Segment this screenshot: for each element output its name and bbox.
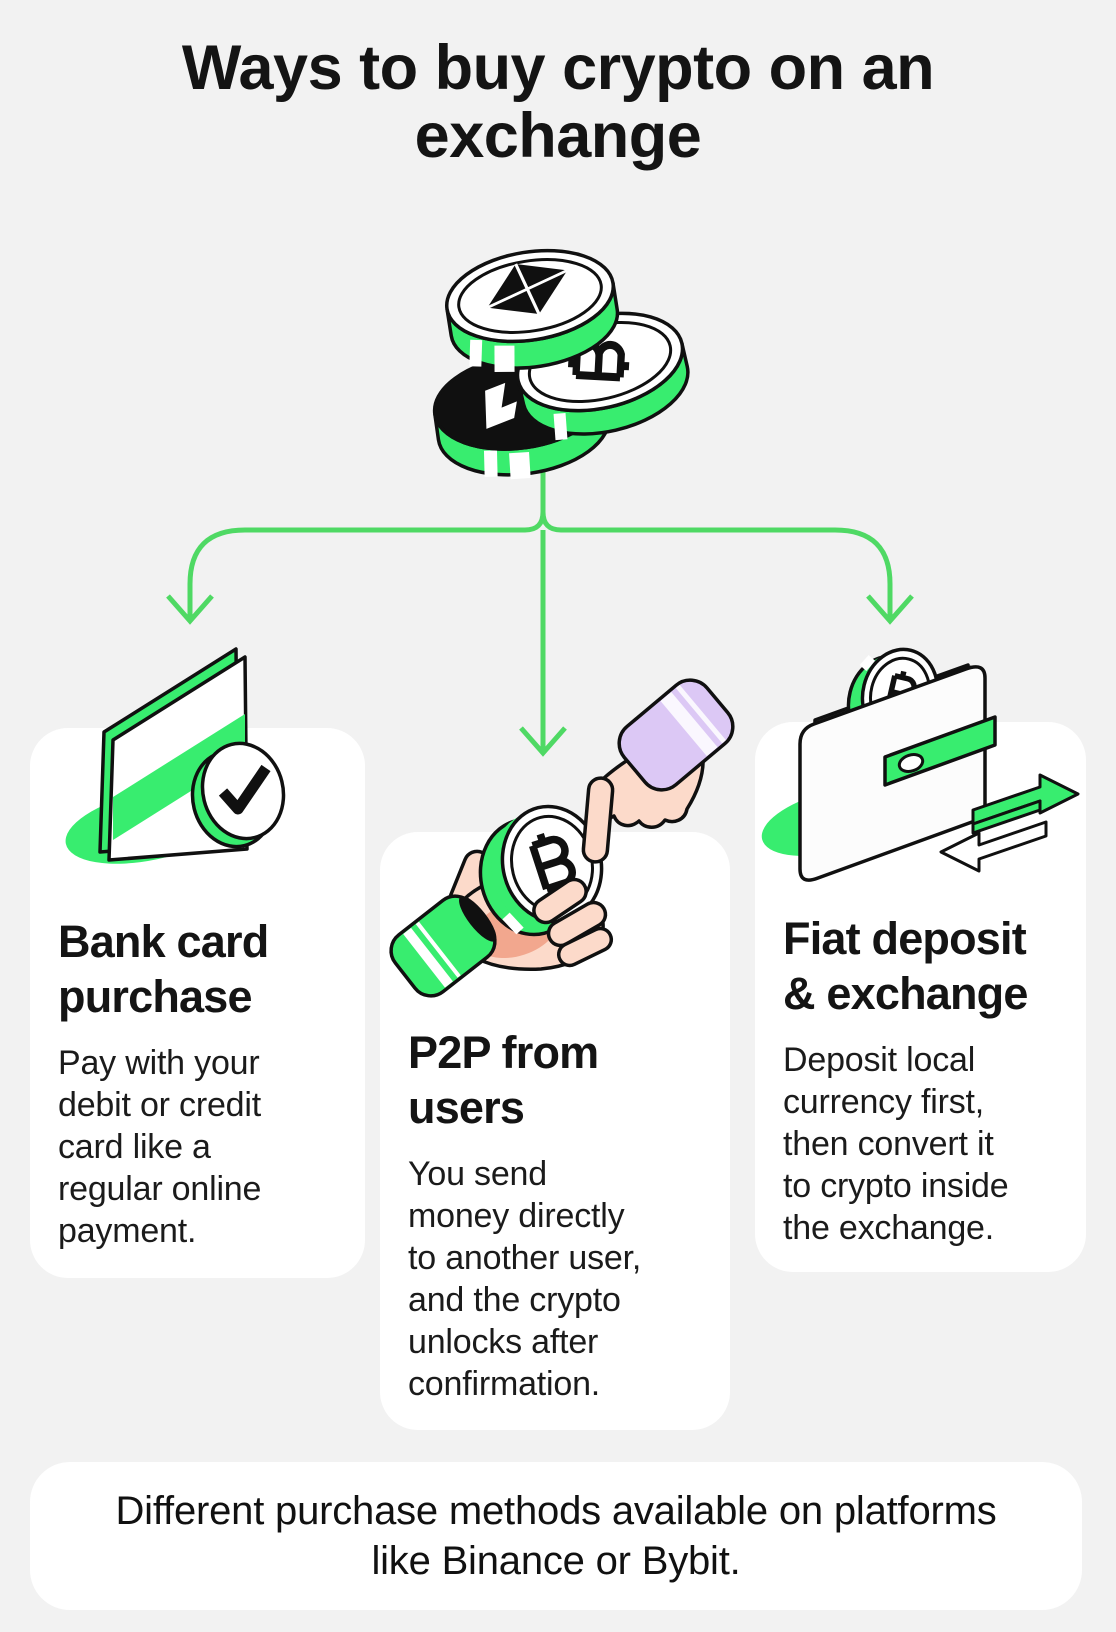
method-card-text: Bank card purchase Pay with your debit o…: [58, 914, 349, 1252]
method-card-p2p: P2P from users You send money directly t…: [380, 832, 730, 1430]
footer-note: Different purchase methods available on …: [30, 1462, 1082, 1610]
page-title: Ways to buy crypto on an exchange: [181, 33, 935, 171]
method-card-fiat: Fiat deposit & exchange Deposit local cu…: [755, 722, 1086, 1272]
method-card-text: P2P from users You send money directly t…: [408, 1025, 714, 1405]
method-heading-fiat: Fiat deposit & exchange: [783, 913, 1028, 1019]
coin-stack-icon: [432, 248, 690, 480]
method-description-p2p: You send money directly to another user,…: [408, 1155, 642, 1403]
method-card-bank-card: Bank card purchase Pay with your debit o…: [30, 728, 365, 1278]
method-description-bank-card: Pay with your debit or credit card like …: [58, 1044, 262, 1250]
method-heading-p2p: P2P from users: [408, 1027, 599, 1133]
method-card-text: Fiat deposit & exchange Deposit local cu…: [783, 911, 1070, 1249]
footer-text: Different purchase methods available on …: [115, 1489, 997, 1583]
method-description-fiat: Deposit local currency first, then conve…: [783, 1041, 1009, 1247]
flow-arrows-icon: [166, 446, 914, 757]
method-heading-bank-card: Bank card purchase: [58, 916, 269, 1022]
